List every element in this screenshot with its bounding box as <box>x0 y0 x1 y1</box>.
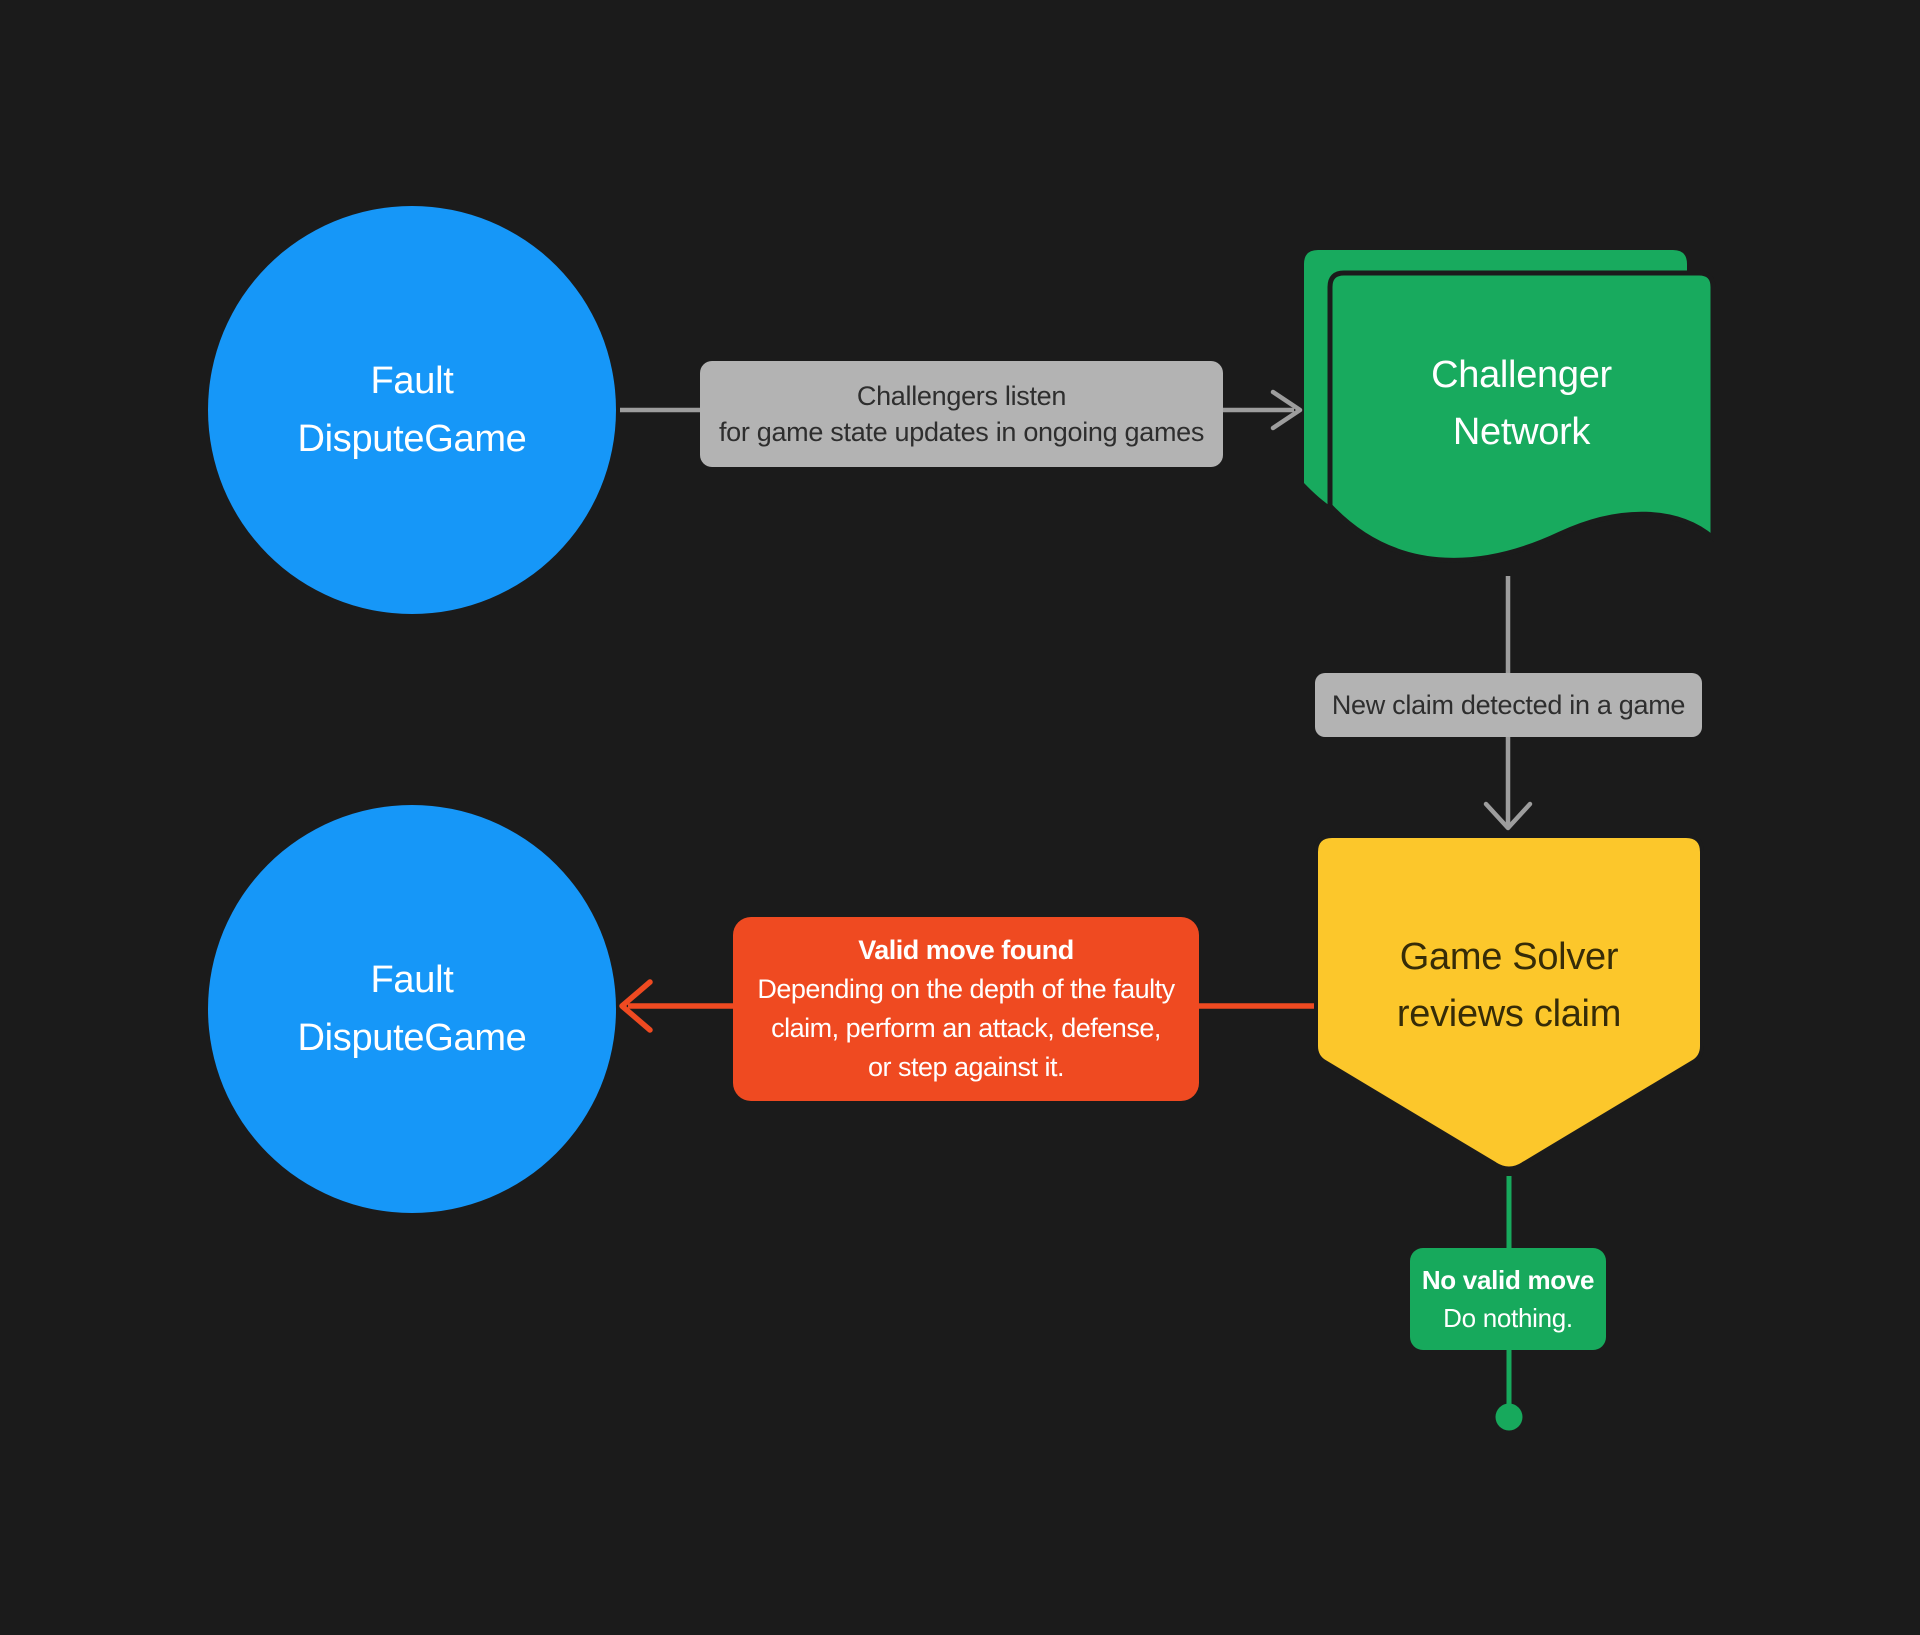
edge-label-line: New claim detected in a game <box>1331 690 1686 720</box>
callout-line: Depending on the depth of the faulty <box>757 974 1175 1004</box>
callout-title: No valid move <box>1421 1265 1595 1295</box>
edge-label-line: Challengers listen <box>856 381 1067 411</box>
node-label-line: Fault <box>370 360 454 402</box>
node-label-line: Fault <box>370 959 454 1001</box>
arrow-left-icon <box>619 979 653 1033</box>
pentagon-down-shape <box>1314 834 1704 1171</box>
callout-title: Valid move found <box>858 935 1074 965</box>
callout-line: or step against it. <box>867 1052 1065 1082</box>
callout-line: claim, perform an attack, defense, <box>771 1013 1161 1043</box>
edge-label-challengers-listen: Challengers listen for game state update… <box>700 361 1223 467</box>
edge-label-no-valid-move: No valid move Do nothing. <box>1410 1248 1606 1350</box>
edge-label-line: for game state updates in ongoing games <box>718 417 1205 447</box>
arrow-right-icon <box>1270 389 1303 431</box>
node-fault-dispute-game-bottom: Fault DisputeGame <box>208 805 616 1213</box>
node-fault-dispute-game-top: Fault DisputeGame <box>208 206 616 614</box>
node-label-line: DisputeGame <box>297 418 527 460</box>
callout-line: Do nothing. <box>1443 1303 1573 1333</box>
arrow-down-icon <box>1483 801 1533 831</box>
terminal-dot-icon <box>1495 1403 1523 1431</box>
edge-label-new-claim-detected: New claim detected in a game <box>1315 673 1702 737</box>
document-shape-front <box>1327 270 1716 563</box>
node-label-line: DisputeGame <box>297 1017 527 1059</box>
edge-label-valid-move-found: Valid move found Depending on the depth … <box>733 917 1199 1101</box>
